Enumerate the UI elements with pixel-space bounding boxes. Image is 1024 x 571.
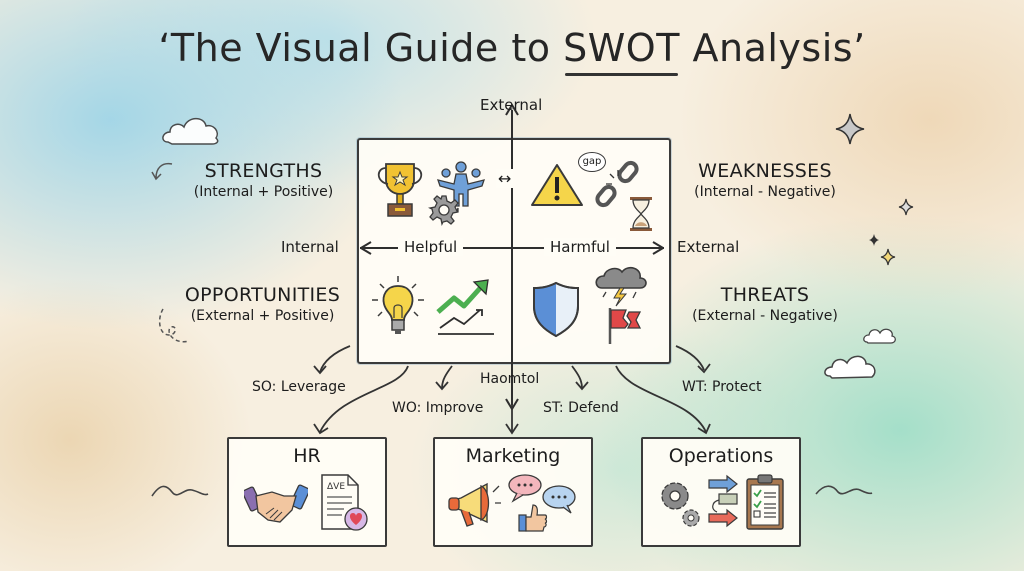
- title-swot: SWOT: [563, 26, 680, 70]
- arrow-up-icon: [505, 104, 519, 116]
- helpful-label: Helpful: [398, 238, 464, 256]
- threats-title: THREATS: [720, 284, 810, 306]
- arrow-left-icon: [360, 241, 372, 255]
- strategy-so: SO: Leverage: [252, 379, 346, 395]
- squiggle-left-icon: [151, 485, 209, 497]
- weaknesses-title: WEAKNESSES: [698, 160, 832, 182]
- checklist-clipboard-icon: [746, 474, 784, 530]
- axis-left-label: Internal: [281, 238, 339, 256]
- weaknesses-label: WEAKNESSES (Internal - Negative): [675, 160, 855, 201]
- gears-icon: [661, 482, 700, 527]
- title-prefix: ‘The Visual Guide to: [158, 26, 564, 70]
- department-operations: Operations: [641, 437, 801, 547]
- strategy-wt: WT: Protect: [682, 379, 762, 395]
- torn-flag-icon: [608, 308, 642, 344]
- harmful-label: Harmful: [544, 238, 616, 256]
- curly-arrow-icon: [151, 162, 173, 181]
- strategy-arrows: [313, 345, 711, 435]
- handshake-icon: [244, 484, 308, 523]
- sparkle-icon: [835, 113, 865, 145]
- document-heart-icon: ΔVE: [321, 474, 368, 531]
- thumbs-up-icon: [518, 514, 527, 532]
- broken-chain-icon: [595, 160, 639, 208]
- dashed-swirl-icon: [158, 308, 190, 343]
- chat-bubbles-icon: [508, 474, 576, 532]
- title-suffix: Analysis’: [679, 26, 866, 70]
- squiggle-right-icon: [815, 485, 873, 495]
- threats-label: THREATS (External - Negative): [675, 284, 855, 325]
- cloud-small-icon: [863, 328, 896, 344]
- sparkle-small-icon: [898, 198, 914, 216]
- department-operations-name: Operations: [668, 445, 774, 467]
- center-arrow: ↔: [496, 169, 514, 188]
- gap-bubble: gap: [578, 152, 606, 172]
- document-text: ΔVE: [327, 482, 345, 492]
- gear-icon: [428, 195, 459, 226]
- megaphone-icon: [448, 482, 501, 527]
- strengths-label: STRENGTHS (Internal + Positive): [176, 160, 351, 201]
- trophy-icon: [377, 163, 423, 217]
- strategy-wo: WO: Improve: [392, 400, 484, 416]
- strategy-st: ST: Defend: [543, 400, 619, 416]
- department-hr-name: HR: [293, 445, 321, 467]
- weaknesses-subtitle: (Internal - Negative): [694, 183, 836, 200]
- opportunities-subtitle: (External + Positive): [190, 307, 335, 324]
- axis-top-label: External: [480, 96, 543, 114]
- threats-subtitle: (External - Negative): [692, 307, 838, 324]
- horizontal-axis: [360, 247, 664, 249]
- lightbulb-icon: [372, 276, 424, 334]
- department-marketing: Marketing: [433, 437, 593, 547]
- hourglass-icon: [630, 197, 652, 231]
- sparkle-tiny-icon: [869, 234, 879, 246]
- axis-bottom-label: Haomtol: [480, 371, 540, 387]
- process-arrows-icon: [708, 474, 738, 528]
- vertical-axis: [511, 110, 513, 405]
- cloud-medium-icon: [824, 355, 876, 379]
- storm-cloud-icon: [595, 266, 647, 307]
- cloud-icon: [162, 117, 219, 145]
- arrow-right-icon: [652, 241, 664, 255]
- opportunities-label: OPPORTUNITIES (External + Positive): [170, 284, 355, 325]
- warning-icon: [531, 164, 583, 206]
- opportunities-title: OPPORTUNITIES: [184, 284, 341, 306]
- team-icon: [437, 161, 485, 207]
- sparkle-gold-icon: [880, 248, 896, 266]
- strengths-subtitle: (Internal + Positive): [193, 183, 334, 200]
- department-hr: HR ΔVE: [227, 437, 387, 547]
- page-title: ‘The Visual Guide to SWOT Analysis’: [0, 26, 1024, 70]
- growth-arrow-icon: [436, 279, 494, 335]
- strengths-title: STRENGTHS: [204, 160, 323, 182]
- shield-icon: [533, 281, 579, 338]
- axis-right-label: External: [677, 238, 740, 256]
- department-marketing-name: Marketing: [465, 445, 561, 467]
